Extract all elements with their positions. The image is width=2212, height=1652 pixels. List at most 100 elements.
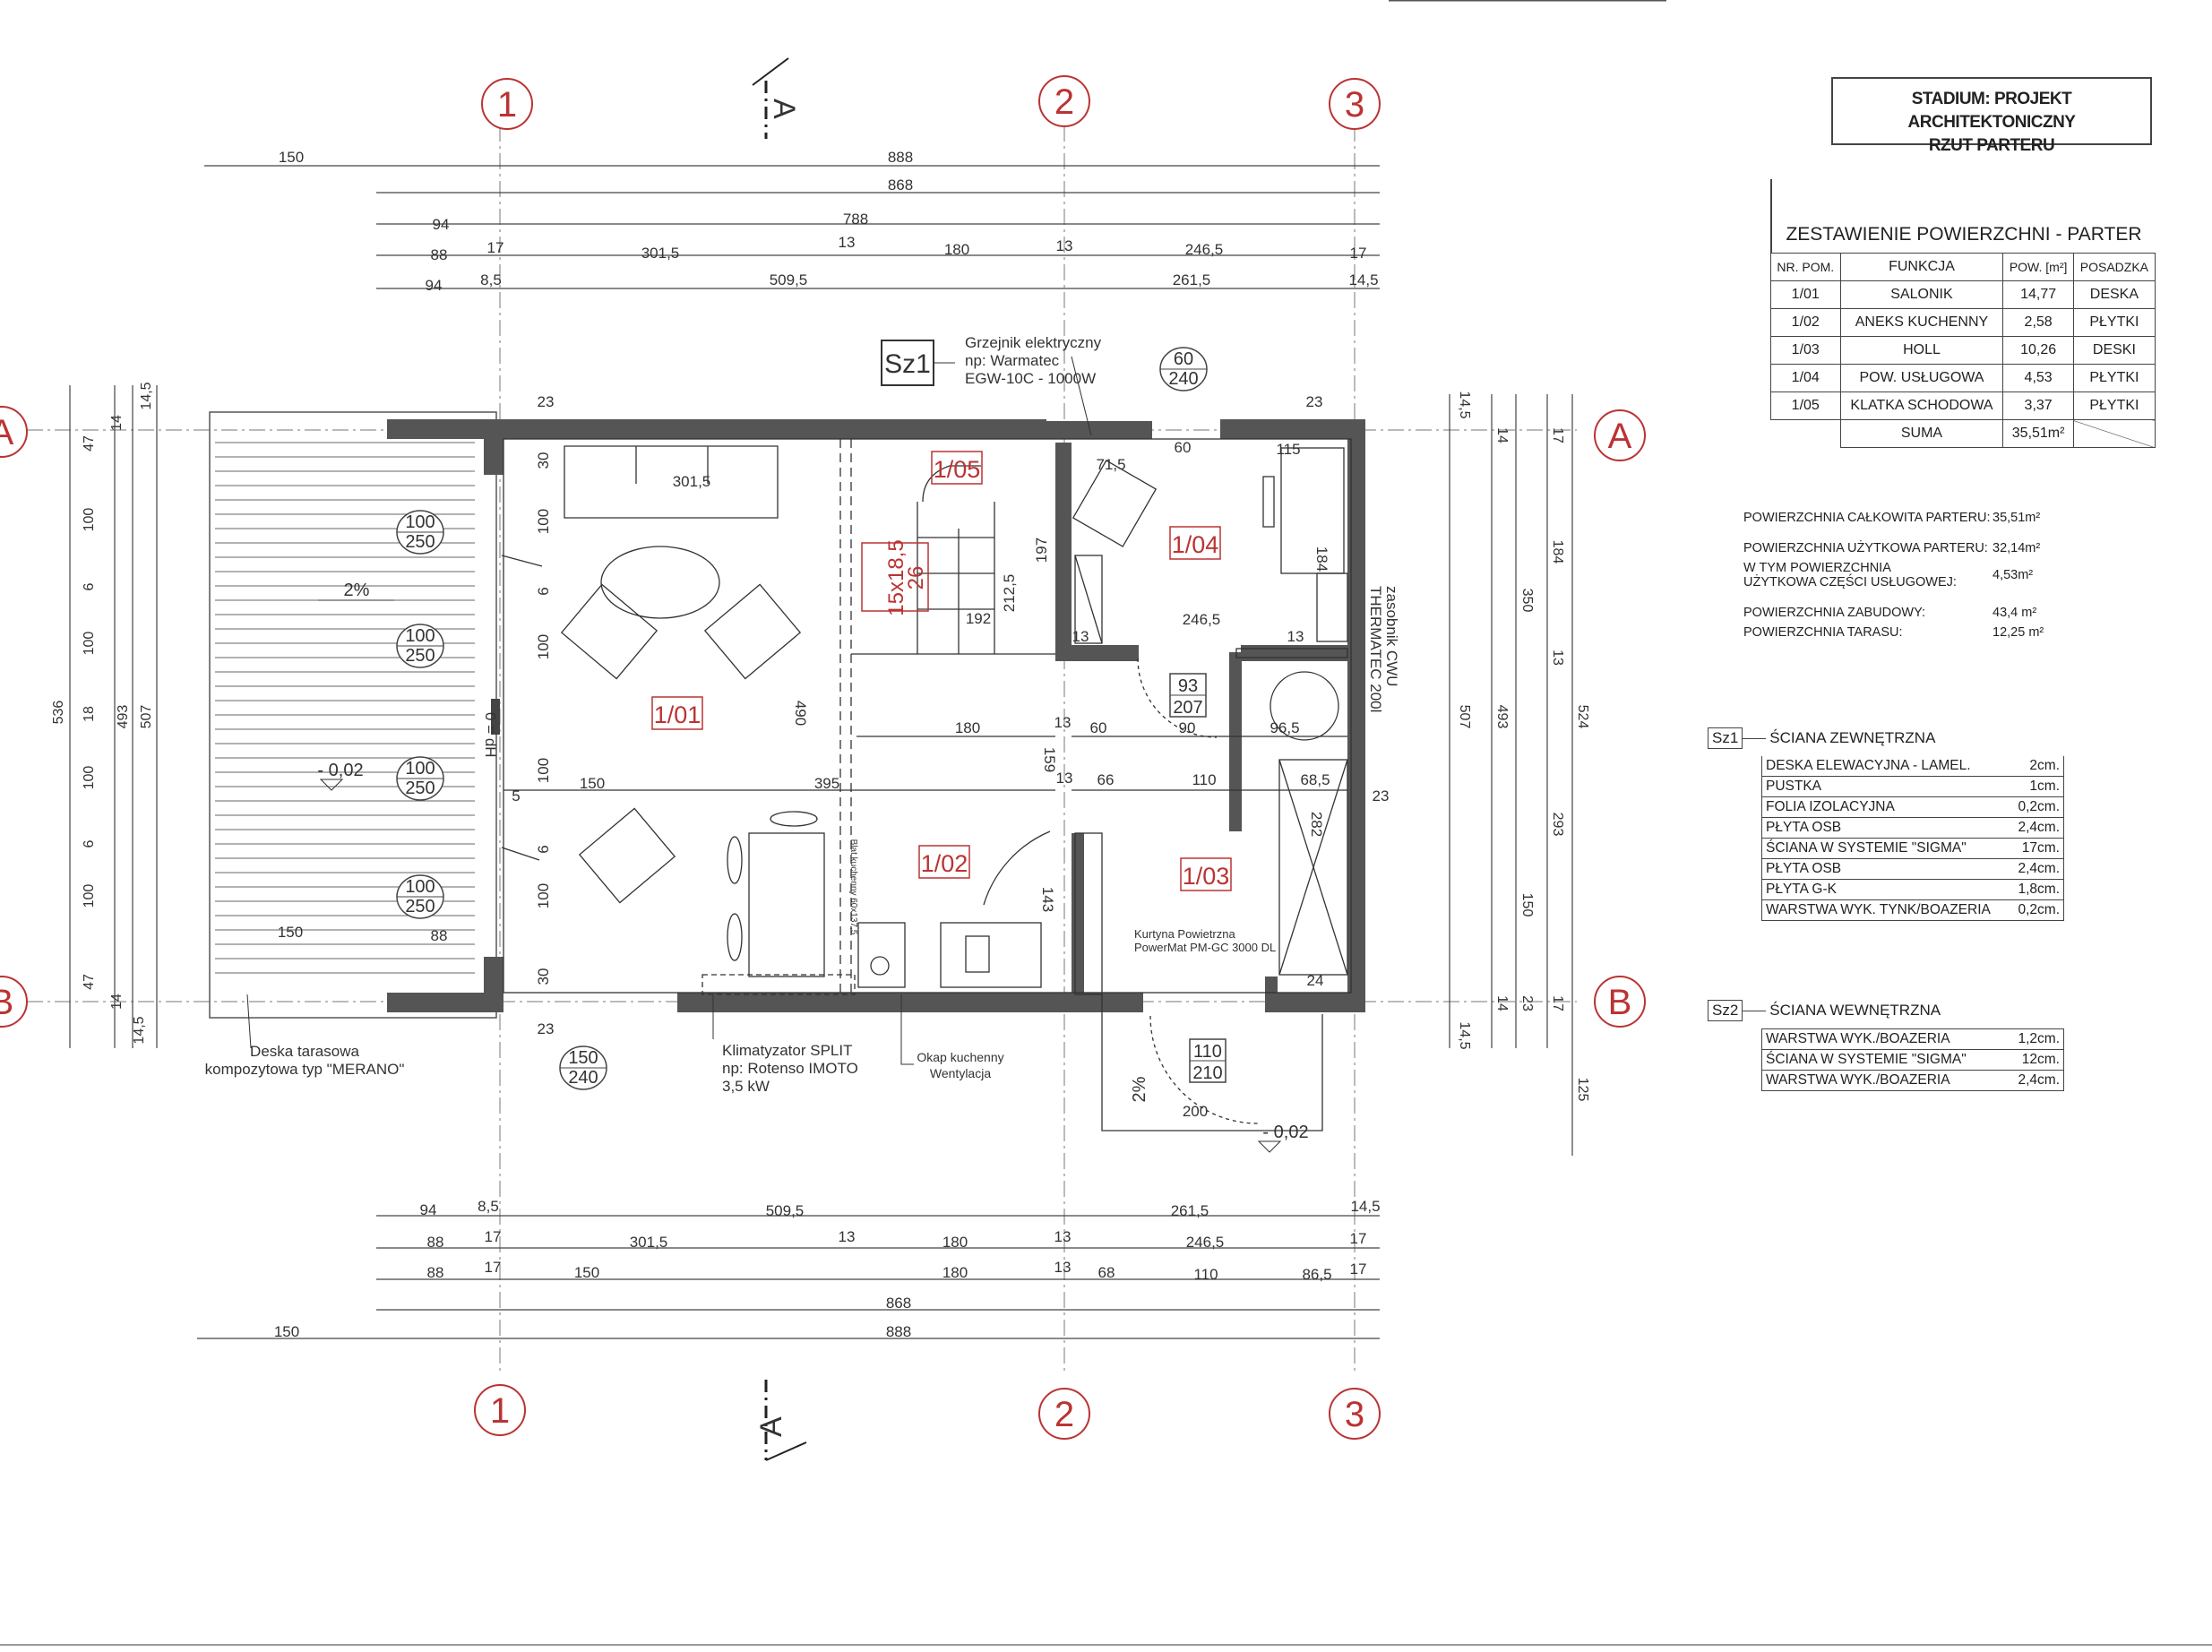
sz2-name: ŚCIANA WEWNĘTRZNA	[1769, 1002, 1941, 1019]
svg-text:301,5: 301,5	[641, 245, 680, 262]
svg-text:261,5: 261,5	[1171, 1202, 1209, 1219]
inner-dimension-labels: 23 23 30 100 6 100 100 6 100 30 23 301,5…	[278, 393, 1390, 1120]
svg-text:14: 14	[1494, 995, 1510, 1011]
svg-text:13: 13	[1287, 628, 1304, 645]
svg-text:509,5: 509,5	[770, 271, 808, 288]
table-header: NR. POM.	[1770, 253, 1841, 281]
interior-lines	[501, 438, 1352, 1131]
svg-text:60: 60	[1090, 719, 1107, 736]
svg-text:143: 143	[1039, 887, 1056, 912]
heater-note: Grzejnik elektryczny np: Warmatec EGW-10…	[965, 334, 1102, 436]
svg-text:A: A	[767, 99, 801, 119]
table-cell: 1/03	[1770, 336, 1841, 365]
svg-text:210: 210	[1192, 1063, 1222, 1083]
table-header: POW. [m²]	[2002, 253, 2074, 281]
svg-text:240: 240	[568, 1068, 598, 1088]
svg-text:246,5: 246,5	[1183, 611, 1221, 628]
svg-text:88: 88	[427, 1264, 444, 1281]
svg-text:47: 47	[82, 974, 97, 990]
svg-text:868: 868	[888, 176, 913, 194]
section-mark-top: A	[752, 57, 801, 139]
svg-text:888: 888	[888, 149, 913, 166]
list-item: ŚCIANA W SYSTEMIE "SIGMA"12cm.	[1762, 1050, 2063, 1071]
svg-text:96,5: 96,5	[1270, 719, 1299, 736]
table-cell: 4,53	[2002, 364, 2074, 392]
table-cell: 3,37	[2002, 391, 2074, 420]
terrace	[209, 411, 497, 1019]
svg-text:100: 100	[405, 512, 435, 532]
svg-text:- 0,02: - 0,02	[317, 761, 363, 780]
svg-text:13: 13	[1054, 1228, 1072, 1245]
svg-text:THERMATEC 200l: THERMATEC 200l	[1367, 586, 1384, 712]
svg-text:14,5: 14,5	[1457, 1021, 1472, 1049]
svg-text:15x18,5: 15x18,5	[884, 539, 908, 615]
svg-text:17: 17	[487, 239, 504, 256]
svg-text:Okap kuchenny: Okap kuchenny	[917, 1050, 1003, 1064]
area-table: NR. POM. FUNKCJA POW. [m²] POSADZKA 1/01…	[1770, 253, 2156, 448]
svg-text:Blat kuchenny 60x137,5: Blat kuchenny 60x137,5	[848, 839, 858, 935]
svg-text:94: 94	[426, 277, 443, 294]
table-cell: PŁYTKI	[2072, 308, 2156, 337]
svg-text:110: 110	[1192, 771, 1216, 788]
svg-text:68: 68	[1098, 1264, 1115, 1281]
svg-text:150: 150	[274, 1323, 299, 1340]
svg-text:293: 293	[1550, 813, 1565, 837]
right-dimension-labels: 14,5 507 14,5 14 493 14 350 150 23 17 18…	[1457, 391, 1590, 1101]
hood-note: Okap kuchenny Wentylacja	[900, 994, 1004, 1080]
table-cell: 1/05	[1770, 391, 1841, 420]
axis-2-bottom: 2	[1054, 1395, 1074, 1434]
svg-text:3,5 kW: 3,5 kW	[722, 1078, 770, 1095]
svg-text:14: 14	[109, 994, 125, 1010]
svg-text:13: 13	[1054, 714, 1072, 731]
axis-3-bottom: 3	[1345, 1395, 1364, 1434]
svg-text:788: 788	[843, 211, 868, 228]
svg-text:18: 18	[82, 706, 97, 722]
axis-b-right: B	[1608, 983, 1632, 1022]
stat-usable: POWIERZCHNIA UŻYTKOWA PARTERU:32,14m²	[1743, 541, 2041, 555]
svg-text:100: 100	[82, 508, 97, 532]
svg-text:301,5: 301,5	[630, 1234, 668, 1251]
svg-text:507: 507	[1457, 705, 1472, 729]
svg-text:23: 23	[1519, 995, 1535, 1011]
svg-text:30: 30	[535, 968, 552, 985]
left-dimensions	[69, 385, 158, 1048]
svg-text:282: 282	[1308, 812, 1325, 837]
svg-text:868: 868	[886, 1295, 911, 1312]
axis-a-right: A	[1608, 417, 1632, 456]
stairs-label: 15x18,5 26	[861, 539, 929, 616]
svg-text:88: 88	[431, 927, 448, 944]
svg-text:159: 159	[1041, 747, 1058, 772]
svg-text:14,5: 14,5	[1348, 271, 1378, 288]
svg-text:23: 23	[538, 393, 555, 410]
svg-text:13: 13	[839, 1228, 856, 1245]
svg-text:250: 250	[405, 532, 435, 552]
svg-text:np: Rotenso IMOTO: np: Rotenso IMOTO	[722, 1060, 858, 1077]
axis-3-top: 3	[1345, 85, 1364, 125]
svg-text:94: 94	[433, 216, 450, 233]
svg-text:17: 17	[1550, 427, 1565, 443]
svg-text:13: 13	[1550, 650, 1565, 666]
room-labels: 1/01 1/02 1/03 1/04 1/05	[651, 451, 1232, 891]
table-cell: PŁYTKI	[2072, 391, 2156, 420]
boiler-note: zasobnik CWU THERMATEC 200l	[1367, 586, 1400, 712]
stat-service: W TYM POWIERZCHNIA UŻYTKOWA CZĘŚCI USŁUG…	[1743, 561, 2034, 589]
table-cell: SALONIK	[1839, 280, 2004, 309]
svg-text:13: 13	[1072, 628, 1089, 645]
svg-text:24: 24	[1307, 972, 1324, 989]
svg-text:184: 184	[1550, 540, 1565, 564]
ac-note: Klimatyzator SPLIT np: Rotenso IMOTO 3,5…	[712, 994, 858, 1095]
svg-text:180: 180	[944, 241, 969, 258]
svg-text:192: 192	[966, 610, 991, 627]
svg-text:184: 184	[1313, 546, 1330, 572]
stat-total: POWIERZCHNIA CAŁKOWITA PARTERU:35,51m²	[1743, 511, 2041, 525]
